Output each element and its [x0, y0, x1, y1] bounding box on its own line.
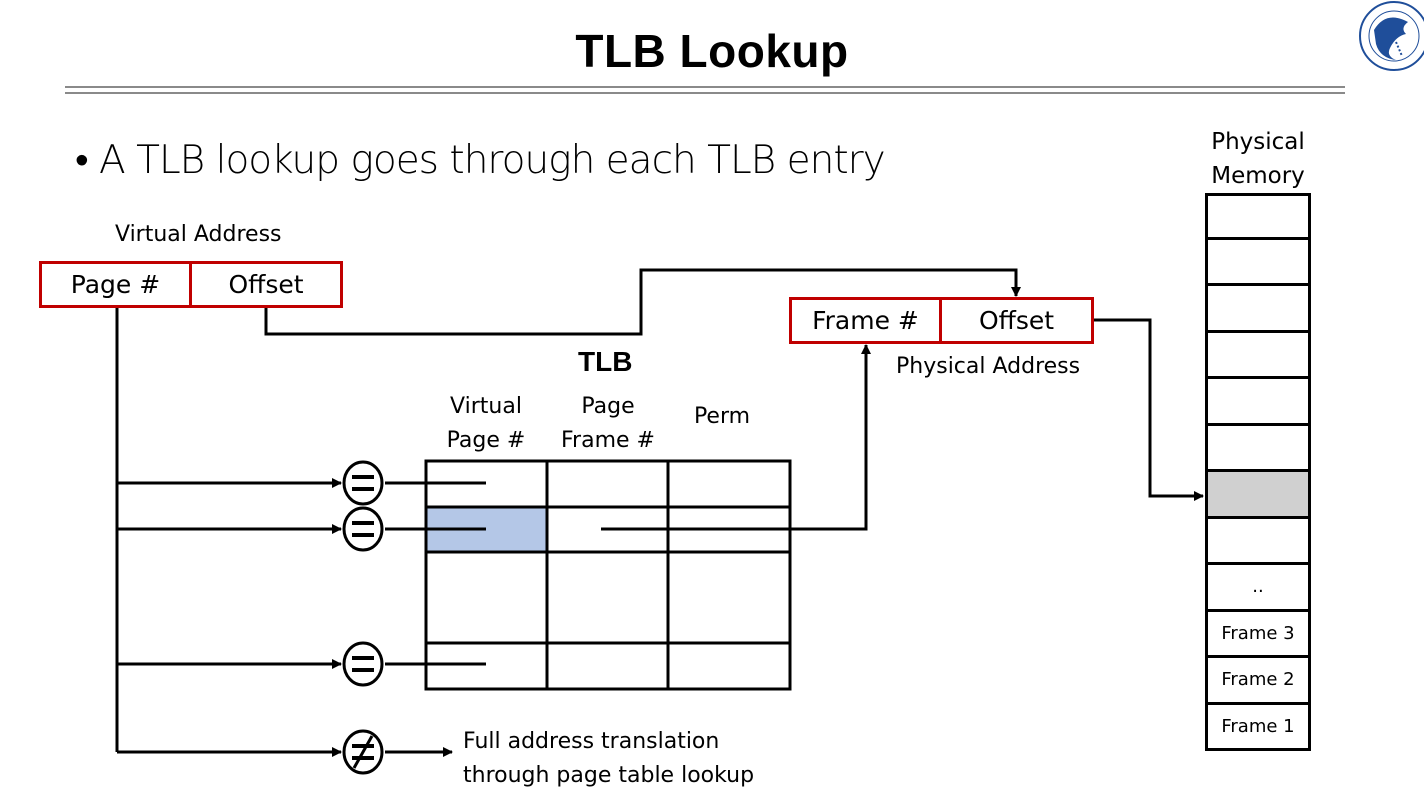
tlb-header-virtual-page: Virtual Page # — [430, 390, 542, 458]
memory-frame — [1205, 379, 1311, 426]
university-seal-icon — [1359, 1, 1424, 71]
memory-frame — [1205, 332, 1311, 379]
comparator-equal-1 — [342, 460, 384, 506]
tlb-header-line: Page — [581, 394, 635, 419]
physical-frame-number-field: Frame # — [789, 297, 942, 344]
miss-description: Full address translation through page ta… — [463, 725, 754, 793]
physical-to-memory-line — [1093, 318, 1204, 501]
memory-frame — [1205, 193, 1311, 240]
memory-frame — [1205, 286, 1311, 333]
physical-memory-label-line-1: Physical — [1211, 129, 1305, 155]
tlb-header-line: Virtual — [450, 394, 522, 419]
tlb-header-line: Page # — [446, 428, 526, 453]
tlb-grid — [424, 459, 792, 691]
title-divider-bottom — [65, 92, 1345, 94]
physical-memory-label: Physical Memory — [1195, 125, 1321, 193]
comparator-equal-2 — [342, 506, 384, 552]
tlb-header-page-frame: Page Frame # — [550, 390, 666, 458]
physical-frame-number-text: Frame # — [812, 306, 919, 335]
memory-frame-target — [1205, 472, 1311, 519]
virtual-page-number-field: Page # — [39, 261, 192, 308]
virtual-address-label: Virtual Address — [115, 222, 282, 247]
frame-to-physical-line — [601, 344, 871, 531]
miss-line-1: Full address translation — [463, 729, 720, 754]
offset-to-offset-line — [264, 268, 1021, 336]
virtual-offset-text: Offset — [228, 270, 304, 299]
physical-memory-stack: .. Frame 3 Frame 2 Frame 1 — [1205, 193, 1311, 751]
physical-offset-text: Offset — [978, 306, 1055, 335]
physical-memory-label-line-2: Memory — [1211, 163, 1305, 189]
university-logo — [1356, 0, 1424, 74]
bullet-text: • A TLB lookup goes through each TLB ent… — [75, 138, 886, 183]
tlb-header-perm: Perm — [693, 404, 751, 429]
memory-frame-ellipsis: .. — [1205, 565, 1311, 612]
physical-address-label: Physical Address — [896, 354, 1081, 379]
memory-frame-2: Frame 2 — [1205, 658, 1311, 705]
title-divider-top — [65, 86, 1345, 88]
virtual-page-number-text: Page # — [70, 270, 161, 299]
tlb-header-line: Frame # — [561, 428, 655, 453]
memory-frame — [1205, 425, 1311, 472]
virtual-offset-field: Offset — [189, 261, 343, 308]
comparator-not-equal — [342, 729, 384, 775]
memory-frame — [1205, 239, 1311, 286]
physical-offset-field: Offset — [939, 297, 1094, 344]
comparator-equal-3 — [342, 641, 384, 687]
memory-frame-3: Frame 3 — [1205, 611, 1311, 658]
miss-line-2: through page table lookup — [463, 763, 755, 788]
tlb-title: TLB — [578, 346, 633, 377]
slide-title: TLB Lookup — [575, 25, 849, 77]
memory-frame — [1205, 518, 1311, 565]
memory-frame-1: Frame 1 — [1205, 704, 1311, 751]
